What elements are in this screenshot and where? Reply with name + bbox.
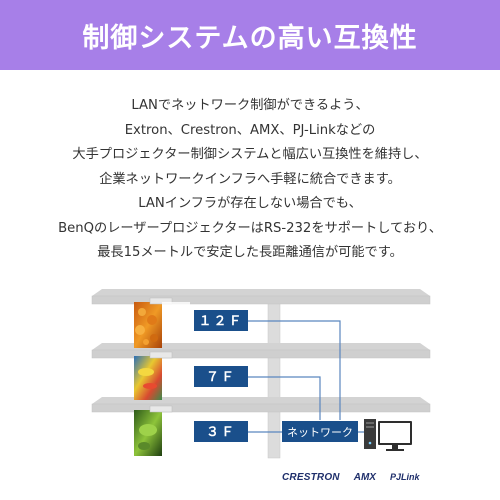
floor-label-7f-text: ７Ｆ [206, 370, 236, 385]
screen-12f [134, 297, 190, 348]
description-line: 最長15メートルで安定した長距離通信が可能です。 [97, 245, 403, 260]
network-box: ネットワーク [282, 421, 358, 442]
floor-slab [92, 343, 430, 350]
floor-label-3f: ３Ｆ [194, 421, 248, 442]
description-line: 大手プロジェクター制御システムと幅広い互換性を維持し、 [72, 147, 428, 162]
monitor-icon [378, 421, 412, 451]
description: LANでネットワーク制御ができるよう、 Extron、Crestron、AMX、… [0, 94, 500, 266]
floor-slab [92, 397, 430, 404]
screen-3f [134, 405, 173, 456]
connection-lines [248, 320, 376, 433]
description-line: LANでネットワーク制御ができるよう、 [131, 98, 369, 113]
floor-slab [91, 295, 431, 305]
floor-slab [91, 349, 431, 359]
floor-label-12f-text: １２Ｆ [198, 314, 243, 329]
pc-tower-icon [364, 419, 376, 449]
description-line: 企業ネットワークインフラへ手軽に統合できます。 [99, 171, 401, 187]
amx-logo: AMX [353, 471, 376, 483]
partner-logos: CRESTRON AMX PJLink [282, 466, 482, 488]
description-line: LANインフラが存在しない場合でも、 [138, 196, 362, 211]
crestron-logo: CRESTRON [282, 471, 340, 483]
description-line: Extron、Crestron、AMX、PJ-Linkなどの [124, 122, 376, 138]
header-banner: 制御システムの高い互換性 [0, 0, 500, 70]
floor-label-3f-text: ３Ｆ [206, 425, 236, 440]
screen-7f [134, 351, 173, 400]
pjlink-logo: PJLink [389, 472, 420, 482]
header-title: 制御システムの高い互換性 [82, 22, 418, 54]
floor-slab [92, 289, 430, 296]
floor-slabs [91, 289, 431, 413]
floor-label-7f: ７Ｆ [194, 366, 248, 387]
network-label: ネットワーク [287, 426, 353, 439]
description-line: BenQのレーザープロジェクターはRS-232をサポートしており、 [58, 220, 442, 236]
floor-slab [91, 403, 431, 413]
floor-label-12f: １２Ｆ [194, 310, 248, 331]
